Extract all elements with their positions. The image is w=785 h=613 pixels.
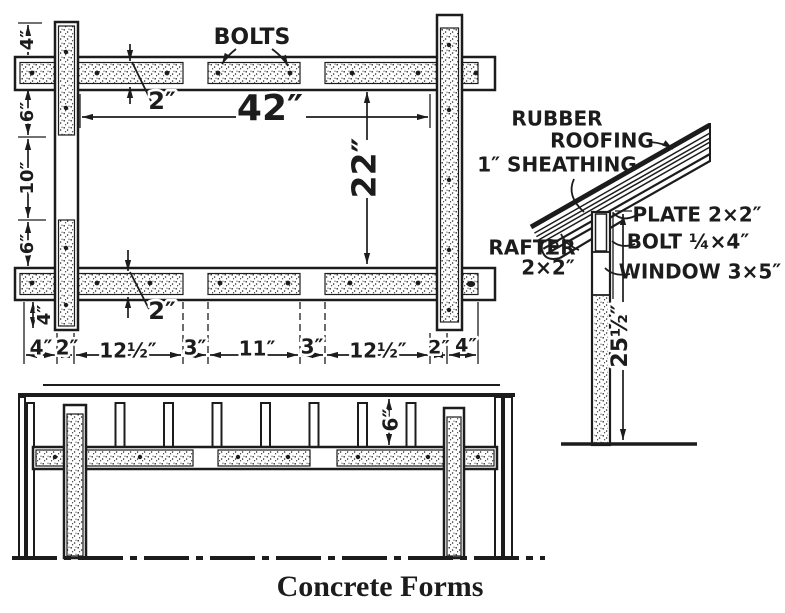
svg-text:22″: 22″ bbox=[345, 138, 384, 199]
roof-assembly bbox=[529, 122, 712, 255]
figure-caption: Concrete Forms bbox=[277, 570, 484, 603]
svg-text:12½″: 12½″ bbox=[349, 339, 407, 363]
dim-inner-width: 42″ bbox=[79, 86, 431, 132]
dim-bottom-chain: 4″ 2″ 12½″ 3″ 11″ 3″ 12½″ 2″ 4″ bbox=[23, 302, 480, 365]
bolts-leader-left bbox=[221, 48, 237, 65]
elevation-right-boards bbox=[494, 396, 513, 558]
svg-text:11″: 11″ bbox=[239, 337, 276, 361]
svg-text:2″: 2″ bbox=[148, 297, 176, 325]
rafter-label-line2: 2×2″ bbox=[521, 256, 575, 280]
svg-text:4″: 4″ bbox=[34, 305, 55, 326]
plan-left-stake bbox=[53, 20, 80, 332]
sheathing-leader bbox=[570, 178, 585, 213]
bolts-label: BOLTS bbox=[214, 25, 291, 50]
plan-top-board-segments bbox=[19, 61, 479, 85]
dim-post-height: 25½″ bbox=[606, 210, 636, 440]
svg-text:2″: 2″ bbox=[148, 87, 176, 115]
svg-text:12½″: 12½″ bbox=[99, 339, 157, 363]
plan-bolts bbox=[29, 42, 479, 313]
svg-text:6″: 6″ bbox=[17, 234, 38, 255]
elevation-bolts bbox=[52, 454, 481, 460]
svg-text:4″: 4″ bbox=[455, 335, 477, 357]
plan-bottom-board-segments bbox=[19, 272, 479, 296]
svg-text:3″: 3″ bbox=[184, 336, 207, 360]
elevation-right-post bbox=[442, 406, 466, 560]
window-leader bbox=[604, 267, 631, 276]
bolt-label: BOLT ¼×4″ bbox=[627, 230, 750, 254]
plate-label: PLATE 2×2″ bbox=[632, 203, 761, 227]
dim-board-thickness-top: 2″ bbox=[126, 44, 178, 118]
elevation-left-post bbox=[62, 403, 88, 560]
dim-board-thickness-bottom: 2″ bbox=[124, 250, 178, 328]
section-view: 25½″ RUBBER ROOFING 1″ SHEATHING PLATE 2… bbox=[477, 107, 781, 447]
rafter-leader bbox=[560, 233, 580, 251]
svg-text:10″: 10″ bbox=[17, 161, 38, 194]
svg-text:6″: 6″ bbox=[17, 102, 38, 123]
dim-stake-projection: 6″ bbox=[376, 399, 405, 445]
svg-text:25½″: 25½″ bbox=[608, 304, 633, 367]
bolt-leader bbox=[611, 240, 636, 247]
sheathing-label: 1″ SHEATHING bbox=[477, 153, 637, 177]
elevation-stakes bbox=[114, 402, 417, 449]
rubber-roofing-label-line1: RUBBER bbox=[511, 107, 602, 131]
svg-text:2″: 2″ bbox=[56, 336, 79, 360]
dim-inner-height: 22″ bbox=[342, 92, 386, 264]
svg-text:3″: 3″ bbox=[301, 335, 324, 359]
svg-text:4″: 4″ bbox=[30, 336, 53, 360]
plate-leader bbox=[612, 212, 636, 220]
plan-right-stake bbox=[435, 13, 464, 332]
svg-text:42″: 42″ bbox=[237, 88, 303, 129]
dim-left-chain: 4″ 6″ 10″ 6″ 4″ bbox=[15, 22, 58, 328]
svg-text:4″: 4″ bbox=[17, 30, 38, 51]
roofing-leader bbox=[649, 140, 674, 150]
section-bolt bbox=[594, 213, 608, 252]
rafter-label-line1: RAFTER bbox=[488, 236, 575, 260]
window-label: WINDOW 3×5″ bbox=[619, 260, 781, 284]
svg-text:2″: 2″ bbox=[428, 337, 450, 359]
plan-view: BOLTS 2″ 2″ 42″ 22″ bbox=[13, 13, 497, 365]
elevation-wale-segments bbox=[35, 449, 495, 467]
bolts-leader-right bbox=[271, 48, 289, 67]
elevation-view: 6″ bbox=[12, 384, 545, 560]
elevation-left-boards bbox=[18, 396, 35, 559]
svg-text:6″: 6″ bbox=[379, 409, 403, 432]
rubber-roofing-label-line2: ROOFING bbox=[550, 129, 654, 153]
